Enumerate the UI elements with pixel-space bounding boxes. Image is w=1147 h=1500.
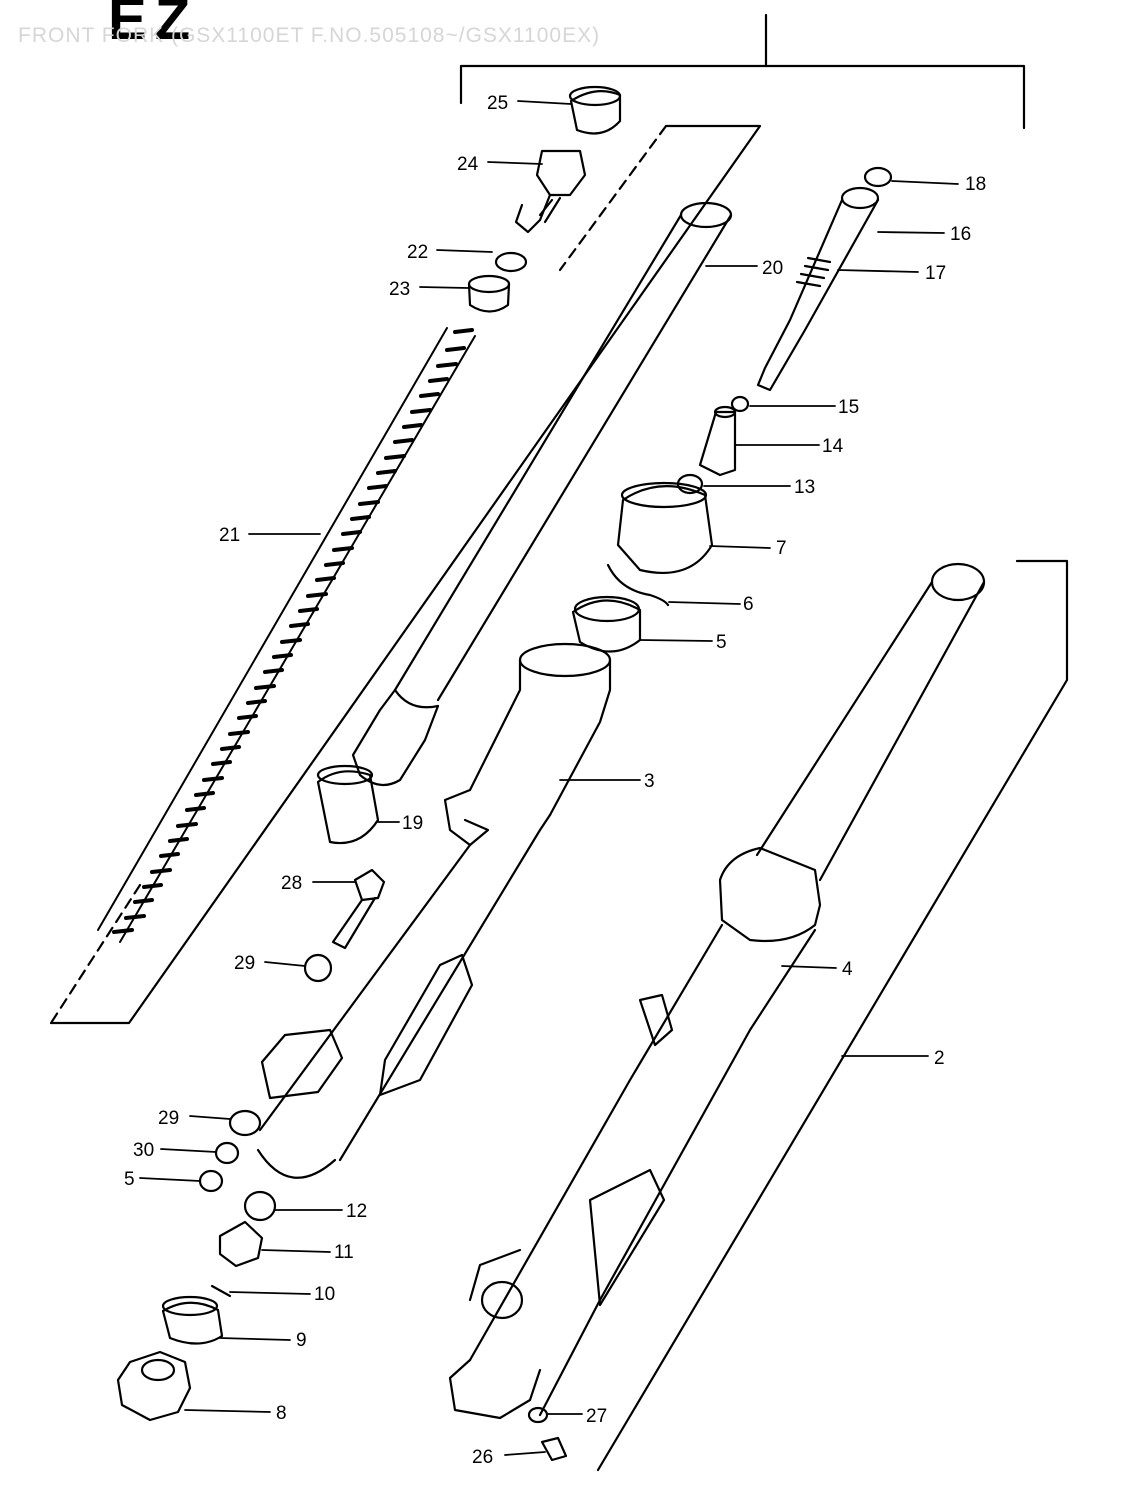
callout-26: 26 bbox=[472, 1447, 493, 1468]
callout-21: 21 bbox=[219, 525, 240, 546]
fork-tube-part-4 bbox=[718, 562, 986, 943]
inner-group-box bbox=[49, 124, 762, 1025]
callout-20: 20 bbox=[762, 258, 783, 279]
top-bracket bbox=[459, 64, 1026, 130]
callout-23: 23 bbox=[389, 279, 410, 300]
piece-part-14 bbox=[698, 405, 737, 477]
nut-part-18 bbox=[863, 166, 893, 188]
bolt-part-26 bbox=[540, 1436, 568, 1462]
callout-30: 30 bbox=[133, 1140, 154, 1161]
dust-boot-part-7 bbox=[616, 481, 714, 574]
bolt-part-24 bbox=[514, 149, 587, 234]
callout-2: 2 bbox=[934, 1048, 945, 1069]
callout-7: 7 bbox=[776, 538, 787, 559]
cap-part-25 bbox=[568, 85, 622, 135]
callout-8: 8 bbox=[276, 1403, 287, 1424]
callout-11: 11 bbox=[334, 1242, 354, 1263]
callout-3: 3 bbox=[644, 771, 655, 792]
nut-part-5 bbox=[198, 1169, 224, 1193]
collar-part-9 bbox=[161, 1295, 224, 1345]
callout-24: 24 bbox=[457, 154, 479, 175]
callout-9: 9 bbox=[296, 1330, 307, 1351]
callout-6: 6 bbox=[743, 594, 754, 615]
callout-14: 14 bbox=[822, 436, 844, 457]
callout-29: 29 bbox=[234, 953, 255, 974]
callout-19: 19 bbox=[402, 813, 423, 834]
bushing-part-19 bbox=[316, 764, 380, 845]
callout-5-lower: 5 bbox=[124, 1169, 135, 1190]
clip-part-6 bbox=[606, 563, 670, 607]
o-ring-part-13 bbox=[676, 473, 704, 495]
washer-part-29 bbox=[303, 953, 333, 983]
bolt-part-28 bbox=[331, 868, 386, 950]
callout-13: 13 bbox=[794, 477, 815, 498]
spring-part-21 bbox=[97, 327, 476, 943]
bushing-part-23 bbox=[467, 274, 511, 313]
callout-17: 17 bbox=[925, 263, 946, 284]
nut-part-11 bbox=[218, 1220, 264, 1268]
callout-12: 12 bbox=[346, 1201, 367, 1222]
callout-labels: 25 24 22 23 21 20 19 28 29 29 30 5 12 11… bbox=[124, 93, 986, 1468]
callout-4: 4 bbox=[842, 959, 853, 980]
page-badge: E Z bbox=[108, 0, 190, 52]
leader-lines bbox=[139, 100, 959, 1456]
o-ring-part-22 bbox=[494, 251, 528, 273]
outer-group-bracket bbox=[596, 559, 1069, 1472]
callout-27: 27 bbox=[586, 1406, 607, 1427]
inner-tube-part-20 bbox=[351, 201, 733, 787]
callout-25: 25 bbox=[487, 93, 508, 114]
damper-rod-part-16 bbox=[756, 186, 880, 392]
seal-part-5 bbox=[571, 595, 642, 653]
pin-part-10 bbox=[210, 1284, 232, 1298]
callout-18: 18 bbox=[965, 174, 986, 195]
washer-part-30 bbox=[214, 1141, 240, 1165]
outer-leg-part-2 bbox=[448, 923, 817, 1420]
callout-29-lower: 29 bbox=[158, 1108, 179, 1129]
callout-5: 5 bbox=[716, 632, 727, 653]
washer-part-29-lower bbox=[228, 1109, 262, 1137]
diagram-title: FRONT FORK (GSX1100ET F.NO.505108~/GSX11… bbox=[18, 24, 601, 47]
callout-15: 15 bbox=[838, 397, 859, 418]
outer-leg-part-3 bbox=[256, 642, 612, 1179]
washer-part-12 bbox=[243, 1190, 277, 1222]
callout-22: 22 bbox=[407, 242, 428, 263]
callout-16: 16 bbox=[950, 224, 971, 245]
callout-28: 28 bbox=[281, 873, 302, 894]
callout-10: 10 bbox=[314, 1284, 335, 1305]
ring-part-15 bbox=[730, 395, 750, 413]
adjuster-part-8 bbox=[116, 1350, 192, 1422]
washer-part-27 bbox=[527, 1406, 549, 1424]
spring-part-17 bbox=[795, 256, 832, 288]
